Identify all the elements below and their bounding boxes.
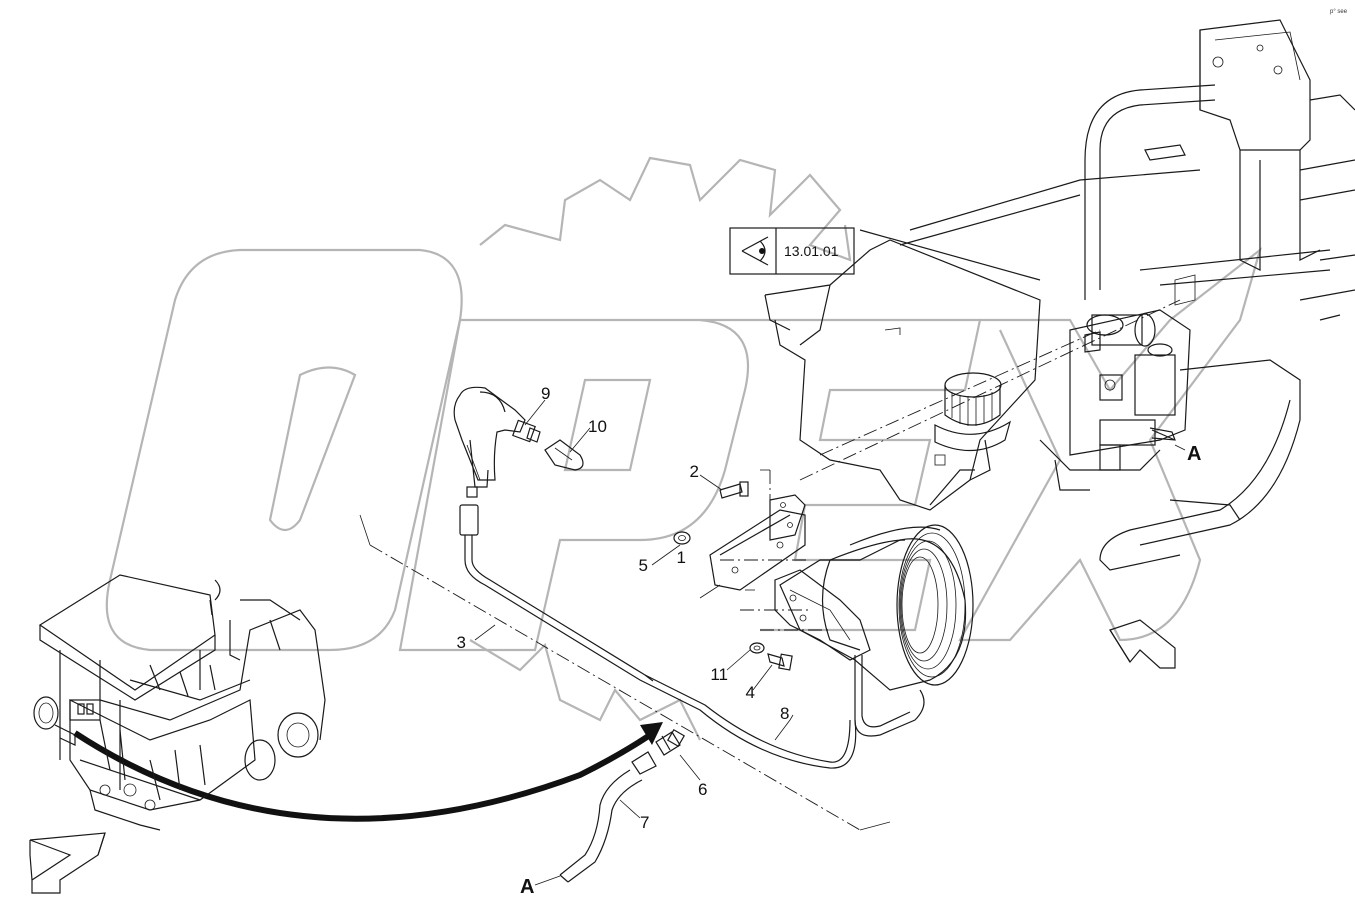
eye-icon	[741, 236, 769, 266]
callout-9: 9	[541, 384, 550, 403]
gear-icon	[469, 156, 852, 741]
callout-8: 8	[780, 704, 789, 723]
air-hose-8	[459, 504, 857, 769]
watermark	[105, 156, 1262, 741]
callout-4: 4	[746, 683, 755, 702]
callout-3: 3	[457, 633, 466, 652]
mounting-bracket	[764, 239, 1041, 511]
bolt-2	[719, 481, 749, 499]
callout-6: 6	[698, 780, 707, 799]
machine-frame	[859, 19, 1355, 571]
callout-7: 7	[640, 813, 649, 832]
callouts: 1 2 3 4 5 6 7 8 9 10 11 A A	[457, 384, 1202, 898]
callout-5: 5	[639, 556, 648, 575]
callout-11: 11	[710, 665, 728, 684]
nut-5	[673, 531, 691, 545]
bolt-4	[767, 653, 793, 671]
callout-1: 1	[677, 548, 686, 567]
callout-10: 10	[588, 417, 607, 436]
connection-marker-a-bottom: A	[520, 876, 534, 898]
corner-code: p° see	[1330, 9, 1348, 15]
location-arrow	[73, 722, 663, 822]
reference-code: 13.01.01	[784, 243, 839, 259]
watermark-letters	[105, 247, 1262, 652]
view-direction-arrow-icon	[1109, 619, 1176, 669]
air-gun-9	[453, 386, 541, 498]
filler-cap	[934, 372, 1011, 452]
washer-11	[749, 642, 765, 654]
connection-marker-a-top: A	[1187, 443, 1201, 465]
assembly-lines	[359, 299, 1181, 831]
connection-a-top	[1151, 429, 1176, 441]
view-direction-arrow-icon	[29, 832, 106, 894]
mount-plate-1	[709, 494, 806, 591]
filter-assembly	[1069, 274, 1196, 471]
fitting-6	[655, 728, 686, 756]
nozzle-10	[544, 439, 584, 471]
hose-reel	[774, 524, 974, 737]
paver-machine	[33, 574, 326, 831]
callout-2: 2	[690, 462, 699, 481]
supply-hose-7	[559, 751, 657, 883]
reference-box: 13.01.01	[729, 227, 855, 275]
